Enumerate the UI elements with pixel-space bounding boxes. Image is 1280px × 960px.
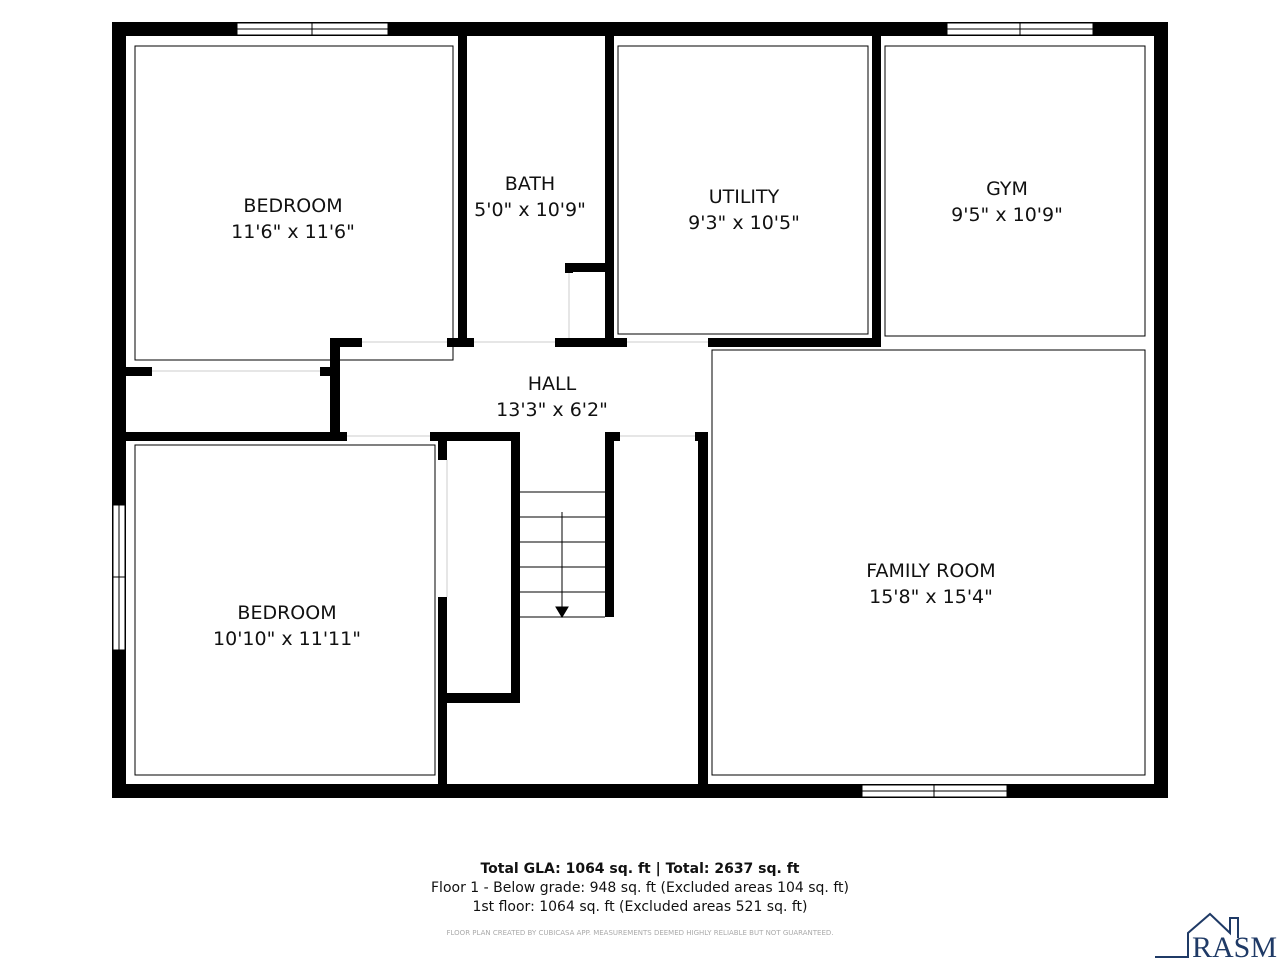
disclaimer: FLOOR PLAN CREATED BY CUBICASA APP. MEAS… [446,929,834,937]
room-dims: 15'8" x 15'4" [869,586,993,608]
room-gym: GYM 9'5" x 10'9" [951,176,1063,228]
svg-text:RASM: RASM [1192,931,1277,960]
room-dims: 9'5" x 10'9" [951,204,1063,226]
room-dims: 13'3" x 6'2" [496,399,608,421]
rasm-logo: RASM [1155,912,1277,960]
windows [112,22,1094,798]
room-dims: 10'10" x 11'11" [213,628,361,650]
total-area: Total GLA: 1064 sq. ft | Total: 2637 sq.… [480,861,800,877]
stair-arrow-icon [555,606,569,618]
inner-room-outlines [134,45,1146,776]
room-name: GYM [986,178,1028,200]
room-name: BATH [504,173,556,195]
room-bath: BATH 5'0" x 10'9" [474,171,586,223]
room-family-room: FAMILY ROOM 15'8" x 15'4" [866,558,995,610]
room-name: BEDROOM [243,195,343,217]
room-dims: 11'6" x 11'6" [231,221,355,243]
room-name: FAMILY ROOM [866,560,996,582]
room-utility: UTILITY 9'3" x 10'5" [688,184,800,236]
room-dims: 5'0" x 10'9" [474,199,586,221]
floor1-area: Floor 1 - Below grade: 948 sq. ft (Exclu… [431,880,849,896]
room-name: UTILITY [708,186,780,208]
room-bedroom-1: BEDROOM 11'6" x 11'6" [231,193,355,245]
room-dims: 9'3" x 10'5" [688,212,800,234]
room-bedroom-2: BEDROOM 10'10" x 11'11" [213,600,361,652]
doors [152,273,708,597]
stairs [520,491,605,618]
room-hall: HALL 13'3" x 6'2" [496,371,608,423]
room-name: HALL [527,373,577,395]
walls [112,22,1168,798]
first-floor-area: 1st floor: 1064 sq. ft (Excluded areas 5… [472,899,808,915]
room-name: BEDROOM [237,602,337,624]
